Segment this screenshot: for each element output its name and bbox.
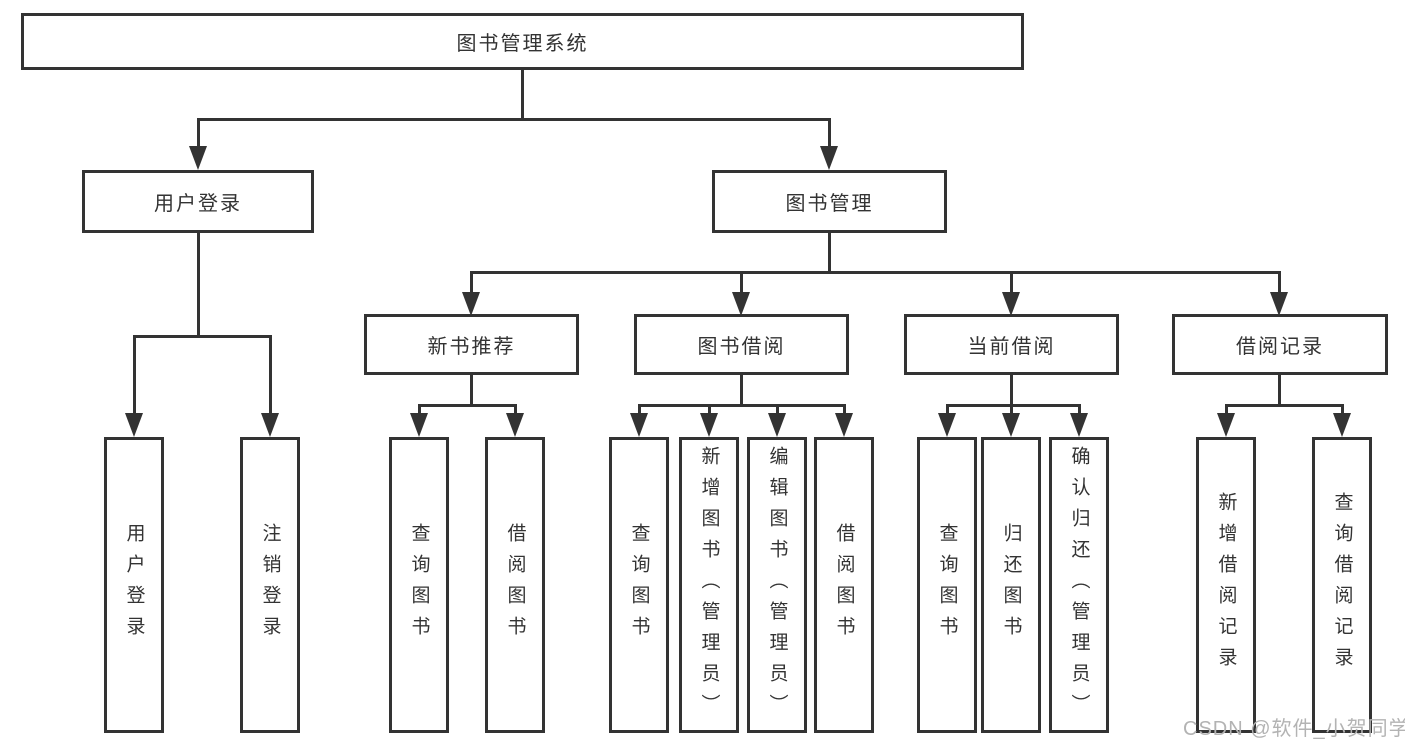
connector-line — [1278, 271, 1281, 297]
connector-line — [514, 404, 517, 418]
connector-line — [638, 404, 641, 418]
node-book-borrow: 图书借阅 — [634, 314, 849, 375]
leaf-borrow-books: 借阅图书 — [814, 437, 874, 733]
connector-line — [197, 118, 831, 121]
leaf-confirm-return-admin: 确认归还（管理员） — [1049, 437, 1109, 733]
arrowhead-down-icon — [125, 413, 143, 437]
leaf-add-borrow-record: 新增借阅记录 — [1196, 437, 1256, 733]
arrowhead-down-icon — [732, 292, 750, 316]
connector-line — [1078, 404, 1081, 418]
connector-line — [197, 233, 200, 337]
connector-line — [133, 335, 136, 419]
arrowhead-down-icon — [1070, 413, 1088, 437]
connector-line — [418, 404, 517, 407]
connector-line — [269, 335, 272, 419]
node-user-login: 用户登录 — [82, 170, 314, 233]
connector-line — [197, 118, 200, 151]
connector-line — [1010, 375, 1013, 406]
leaf-add-book-admin: 新增图书（管理员） — [679, 437, 739, 733]
connector-line — [843, 404, 846, 418]
arrowhead-down-icon — [261, 413, 279, 437]
connector-line — [1278, 375, 1281, 406]
leaf-query-books-current: 查询图书 — [917, 437, 977, 733]
connector-line — [946, 404, 1081, 407]
connector-line — [1225, 404, 1228, 418]
watermark: CSDN @软件_小贺同学 — [1183, 718, 1405, 740]
connector-line — [828, 233, 831, 274]
connector-line — [133, 335, 272, 338]
connector-line — [470, 271, 1281, 274]
leaf-return-book: 归还图书 — [981, 437, 1041, 733]
connector-line — [470, 271, 473, 297]
arrowhead-down-icon — [506, 413, 524, 437]
node-current-borrow: 当前借阅 — [904, 314, 1119, 375]
leaf-query-books-borrow: 查询图书 — [609, 437, 669, 733]
connector-line — [1010, 404, 1013, 418]
connector-line — [638, 404, 846, 407]
leaf-logout-login: 注销登录 — [240, 437, 300, 733]
arrowhead-down-icon — [1002, 292, 1020, 316]
arrowhead-down-icon — [820, 146, 838, 170]
leaf-query-books-recommend: 查询图书 — [389, 437, 449, 733]
arrowhead-down-icon — [1333, 413, 1351, 437]
node-new-book-recommend: 新书推荐 — [364, 314, 579, 375]
node-root: 图书管理系统 — [21, 13, 1024, 70]
connector-line — [1010, 271, 1013, 297]
connector-line — [1225, 404, 1344, 407]
connector-line — [828, 118, 831, 151]
leaf-edit-book-admin: 编辑图书（管理员） — [747, 437, 807, 733]
leaf-borrow-books-recommend: 借阅图书 — [485, 437, 545, 733]
arrowhead-down-icon — [835, 413, 853, 437]
arrowhead-down-icon — [700, 413, 718, 437]
connector-line — [740, 271, 743, 297]
connector-line — [946, 404, 949, 418]
connector-line — [1341, 404, 1344, 418]
arrowhead-down-icon — [462, 292, 480, 316]
connector-line — [708, 404, 711, 418]
arrowhead-down-icon — [630, 413, 648, 437]
connector-line — [418, 404, 421, 418]
leaf-query-borrow-record: 查询借阅记录 — [1312, 437, 1372, 733]
arrowhead-down-icon — [1002, 413, 1020, 437]
arrowhead-down-icon — [1270, 292, 1288, 316]
arrowhead-down-icon — [1217, 413, 1235, 437]
leaf-user-login: 用户登录 — [104, 437, 164, 733]
arrowhead-down-icon — [768, 413, 786, 437]
node-borrow-records: 借阅记录 — [1172, 314, 1388, 375]
arrowhead-down-icon — [938, 413, 956, 437]
node-book-management: 图书管理 — [712, 170, 947, 233]
connector-line — [740, 375, 743, 406]
connector-line — [470, 375, 473, 406]
arrowhead-down-icon — [410, 413, 428, 437]
connector-line — [776, 404, 779, 418]
connector-line — [521, 69, 524, 120]
arrowhead-down-icon — [189, 146, 207, 170]
